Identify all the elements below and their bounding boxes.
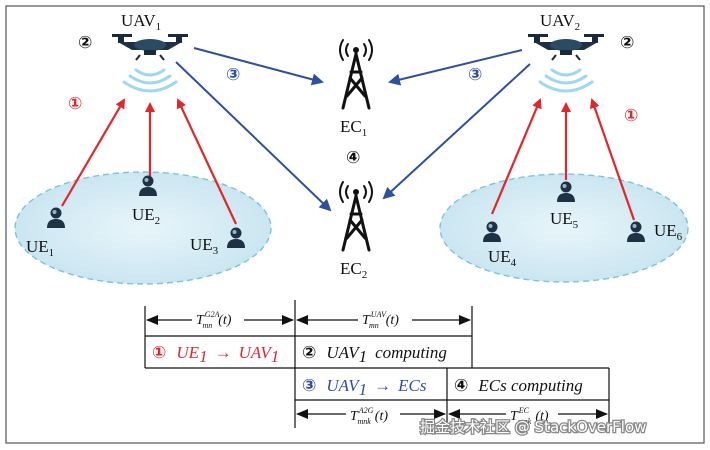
- ue1-person-icon: [47, 207, 65, 228]
- arrow-ue3-uav1: [176, 98, 237, 225]
- uav1-step-2: ②: [78, 33, 92, 53]
- arrow-uav1-ec1: [193, 47, 324, 86]
- uav2-drone-icon: [528, 34, 604, 61]
- ue4-person-icon: [483, 221, 501, 242]
- ec2-label: EC2: [340, 259, 367, 281]
- phase1-cell: ① UE1 → UAV1: [152, 343, 279, 366]
- ec1-label: EC1: [340, 117, 367, 139]
- cluster-left: [14, 171, 272, 285]
- watermark: 掘金技术社区 @ StackOverFlow: [420, 418, 646, 436]
- arrow-uav2-ec1: [388, 49, 523, 86]
- offload-arrows: [175, 47, 531, 212]
- uav1-signal-icon: [122, 68, 178, 93]
- ue2-person-icon: [139, 175, 157, 196]
- ue1-label: UE1: [26, 237, 54, 259]
- ue5-label: UE5: [550, 209, 579, 231]
- arrow-ue6-uav2: [589, 98, 636, 221]
- arrow-ue1-uav1: [61, 98, 126, 207]
- ue4-label: UE4: [488, 247, 517, 269]
- phase3-cell: ③ UAV1 → ECs: [302, 376, 427, 399]
- uav2-label: UAV2: [540, 11, 580, 33]
- phase4-cell: ④ ECs computing: [454, 376, 583, 396]
- arrow-ue4-uav2: [490, 98, 542, 215]
- ue6-label: UE6: [654, 221, 683, 243]
- uav1-label: UAV1: [121, 11, 161, 33]
- uav2-signal-icon: [538, 68, 594, 93]
- uplink-arrows: [61, 98, 636, 225]
- ue5-person-icon: [557, 181, 575, 202]
- ue-icons: [47, 175, 645, 248]
- uav2-step-2: ②: [620, 33, 634, 53]
- offload-step-3-right: ③: [468, 65, 482, 85]
- uav1-drone-icon: [112, 34, 188, 61]
- phase2-cell: ② UAV1 computing: [302, 343, 447, 366]
- uplink-step-1-right: ①: [624, 106, 638, 126]
- ue2-label: UE2: [132, 205, 160, 227]
- offload-step-3-left: ③: [226, 65, 240, 85]
- ec-step-4: ④: [346, 148, 360, 168]
- figure-border: [5, 5, 705, 444]
- ue3-person-icon: [227, 227, 245, 248]
- arrow-uav1-ec2: [175, 61, 332, 212]
- ec1-tower-icon: [339, 39, 373, 110]
- arrow-uav2-ec2: [382, 63, 531, 200]
- ue6-person-icon: [627, 221, 645, 242]
- cluster-right: [439, 173, 689, 283]
- uplink-step-1-left: ①: [68, 94, 82, 114]
- ec2-tower-icon: [339, 181, 373, 252]
- ue3-label: UE3: [190, 235, 219, 257]
